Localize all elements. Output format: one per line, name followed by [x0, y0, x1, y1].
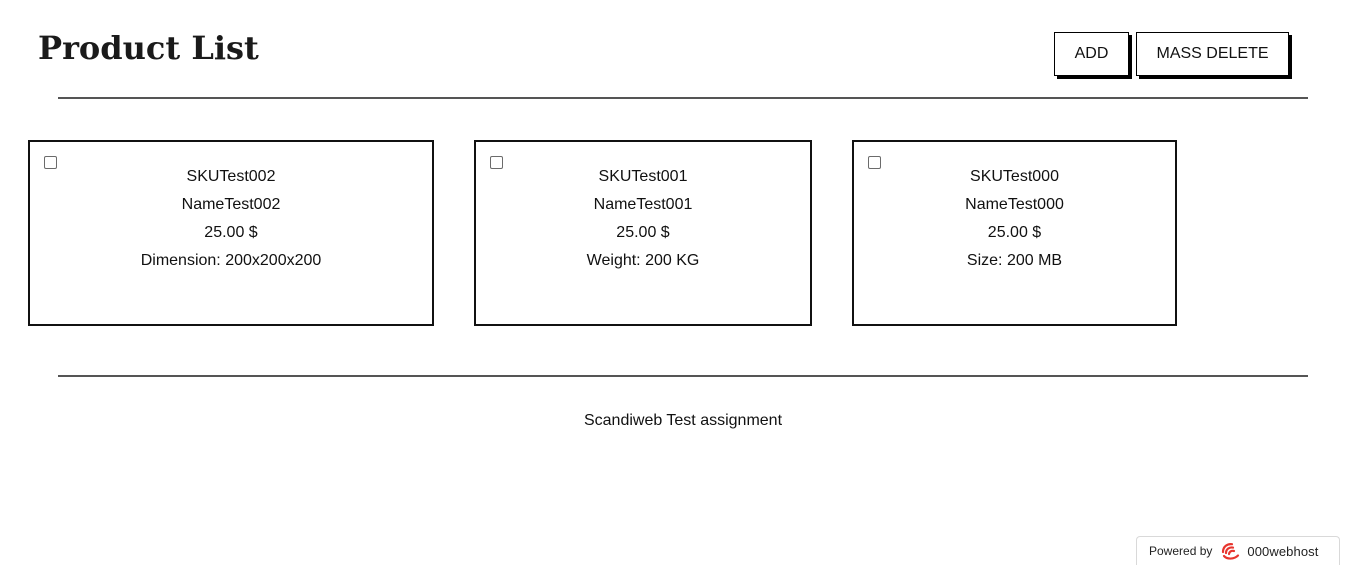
000webhost-logo-icon	[1220, 541, 1242, 561]
badge-brand: 000webhost	[1247, 543, 1319, 559]
footer-text: Scandiweb Test assignment	[583, 412, 783, 429]
product-sku: SKUTest001	[598, 168, 688, 185]
delete-checkbox[interactable]	[490, 156, 503, 169]
mass-delete-button[interactable]: MASS DELETE	[1136, 32, 1289, 76]
product-price: 25.00 $	[616, 224, 670, 241]
product-name: NameTest000	[965, 196, 1064, 213]
powered-by-badge[interactable]: Powered by 000webhost	[1136, 536, 1340, 565]
delete-checkbox[interactable]	[868, 156, 881, 169]
page-title: Product List	[38, 29, 259, 67]
footer-divider	[58, 375, 1308, 377]
product-attribute: Dimension: 200x200x200	[140, 252, 322, 269]
add-button[interactable]: ADD	[1054, 32, 1129, 76]
product-card: SKUTest001 NameTest001 25.00 $ Weight: 2…	[474, 140, 812, 326]
product-name: NameTest002	[181, 196, 281, 213]
product-price: 25.00 $	[987, 224, 1042, 241]
product-card: SKUTest002 NameTest002 25.00 $ Dimension…	[28, 140, 434, 326]
powered-by-label: Powered by	[1149, 544, 1213, 558]
product-attribute: Size: 200 MB	[966, 252, 1063, 269]
product-price: 25.00 $	[204, 224, 258, 241]
product-sku: SKUTest002	[186, 168, 276, 185]
product-attribute: Weight: 200 KG	[586, 252, 700, 269]
product-card: SKUTest000 NameTest000 25.00 $ Size: 200…	[852, 140, 1177, 326]
header-divider	[58, 97, 1308, 99]
delete-checkbox[interactable]	[44, 156, 57, 169]
product-sku: SKUTest000	[970, 168, 1059, 185]
product-name: NameTest001	[593, 196, 693, 213]
